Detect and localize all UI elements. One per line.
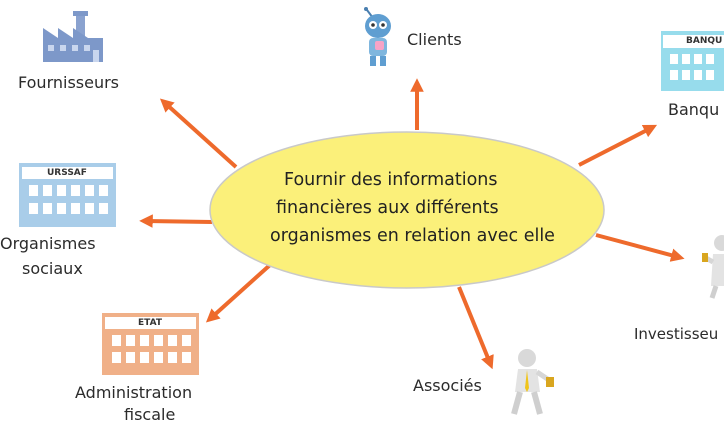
- central-statement: Fournir des informations financières aux…: [240, 166, 600, 250]
- arrows: [139, 78, 685, 370]
- etat-sign: ETAT: [138, 318, 162, 328]
- label-associes: Associés: [413, 376, 482, 395]
- robot-client-icon: [364, 7, 391, 66]
- label-banque: Banqu: [668, 100, 720, 119]
- central-line-3: organismes en relation avec elle: [270, 226, 555, 246]
- arrow-to-investisseurs: [595, 233, 685, 262]
- bank-sign: BANQU: [686, 36, 723, 46]
- urssaf-sign: URSSAF: [47, 168, 87, 178]
- label-clients: Clients: [407, 30, 462, 49]
- arrow-to-organismes-sociaux: [139, 214, 213, 228]
- central-line-1: Fournir des informations: [284, 170, 498, 190]
- etat-building-icon: [102, 313, 199, 375]
- central-ellipse: [209, 131, 605, 289]
- bank-building-icon: [661, 31, 724, 91]
- diagram-canvas: [19, 7, 724, 415]
- label-administration-1: Administration: [75, 383, 193, 402]
- label-fournisseurs: Fournisseurs: [18, 73, 120, 92]
- label-organismes-sociaux-2: sociaux: [22, 259, 83, 278]
- central-line-2: financières aux différents: [276, 198, 499, 218]
- urssaf-building-icon: [19, 163, 116, 227]
- label-investisseurs: Investisseu: [634, 325, 719, 343]
- label-organismes-sociaux-1: Organismes: [0, 234, 96, 253]
- businessman-associe-icon: [511, 349, 554, 415]
- businessman-investisseur-icon: [702, 235, 724, 299]
- arrow-to-banque: [578, 124, 658, 167]
- label-administration-2: fiscale: [124, 405, 176, 424]
- arrow-to-administration: [205, 263, 272, 323]
- factory-icon: [43, 11, 103, 62]
- arrow-to-fournisseurs: [159, 98, 238, 169]
- arrow-to-associes: [457, 286, 494, 370]
